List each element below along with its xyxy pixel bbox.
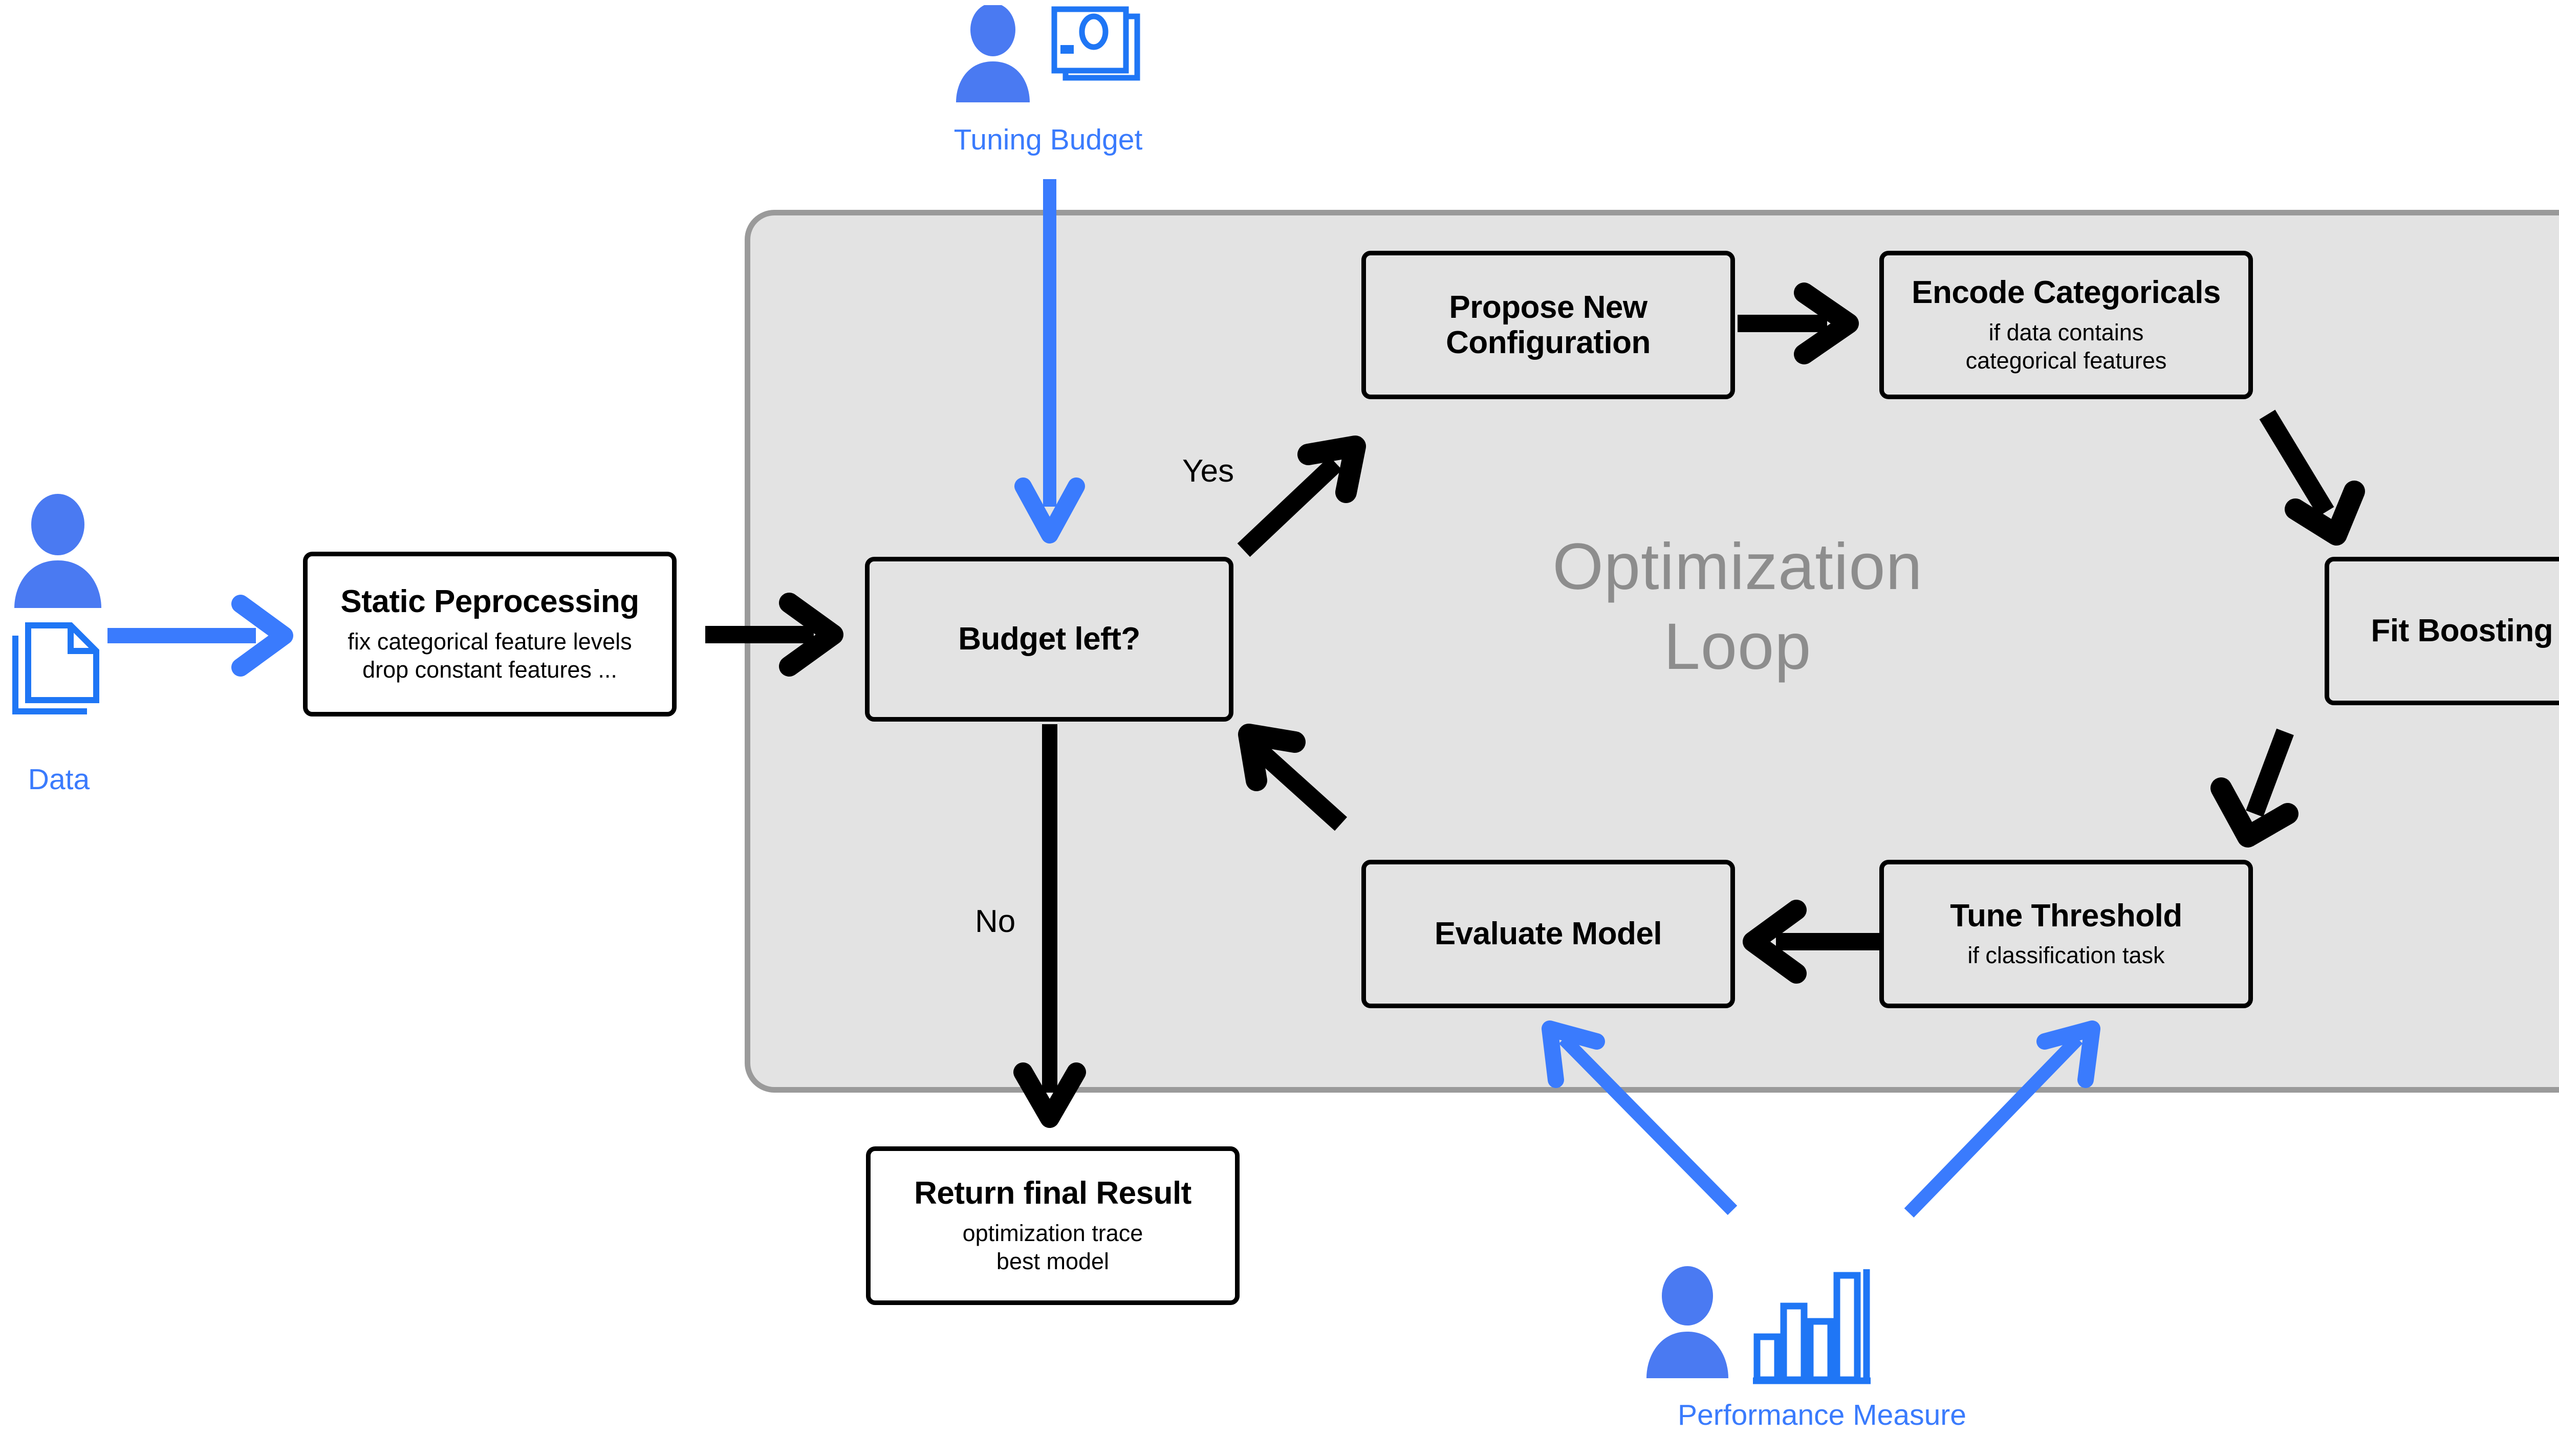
node-title: Static Peprocessing [340,584,639,620]
node-title: Fit Boosting Model [2371,613,2553,649]
node-tune-threshold[interactable]: Tune Threshold if classification task [1879,860,2253,1008]
node-static-preprocessing[interactable]: Static Peprocessing fix categorical feat… [303,552,677,716]
node-subtitle: if data contains categorical features [1965,319,2167,374]
actor-performance-measure: Performance Measure [1592,1254,2052,1453]
node-encode-categoricals[interactable]: Encode Categoricals if data contains cat… [1879,251,2253,399]
node-title: Propose New Configuration [1446,289,1651,360]
node-title: Evaluate Model [1434,916,1662,952]
actor-data: Data [5,491,113,798]
node-return-final-result[interactable]: Return final Result optimization trace b… [866,1146,1240,1305]
node-title: Return final Result [914,1176,1191,1211]
node-title: Budget left? [958,621,1140,657]
node-subtitle: optimization trace best model [962,1220,1143,1274]
performance-measure-icon-group [1646,1266,1871,1384]
node-title: Encode Categoricals [1912,275,2221,311]
node-subtitle: fix categorical feature levels drop cons… [348,628,632,683]
actor-data-caption: Data [28,763,90,796]
actor-tuning-budget-caption: Tuning Budget [953,123,1143,156]
bar-chart-icon [1753,1269,1871,1384]
actor-tuning-budget: Tuning Budget [916,5,1182,179]
node-subtitle: if classification task [1967,942,2165,969]
node-evaluate-model[interactable]: Evaluate Model [1361,860,1735,1008]
budget-card-icon [1051,6,1140,81]
data-icon-group [12,494,101,714]
tuning-budget-icon-group [956,5,1140,102]
person-icon [956,5,1030,102]
optimization-loop-label: Optimization Loop [1552,530,1923,684]
documents-icon [12,622,99,714]
node-budget-left[interactable]: Budget left? [865,557,1233,722]
node-title: Tune Threshold [1950,898,2182,933]
edge-label-no: No [975,904,1016,939]
actor-performance-measure-caption: Performance Measure [1678,1399,1966,1431]
node-fit-boosting-model[interactable]: Fit Boosting Model [2325,557,2559,705]
edge-label-yes: Yes [1182,453,1234,489]
person-icon [1646,1266,1728,1378]
person-icon [14,494,101,608]
node-propose-new-configuration[interactable]: Propose New Configuration [1361,251,1735,399]
arrow-data-to-preprocessing [107,595,293,677]
